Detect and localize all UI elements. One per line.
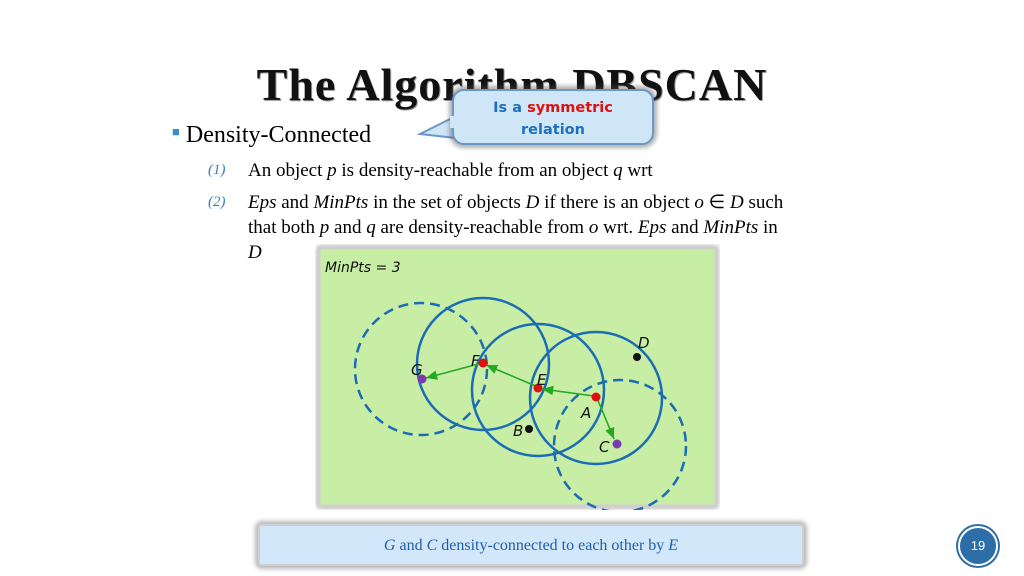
- page-number-badge: 19: [958, 526, 998, 566]
- c-neighborhood-circle: [552, 378, 688, 510]
- callout-highlight: symmetric: [527, 100, 613, 116]
- point-g: [417, 374, 427, 384]
- arrow-e-to-f: [485, 364, 539, 388]
- caption-box: G and C density-connected to each other …: [258, 524, 804, 566]
- item-text: Eps and MinPts in the set of objects D i…: [248, 192, 784, 263]
- point-b: [525, 425, 533, 433]
- label-g: G: [411, 361, 423, 379]
- callout-prefix: Is a: [493, 100, 522, 116]
- f-neighborhood-circle: [415, 296, 551, 432]
- label-d: D: [638, 334, 650, 352]
- label-b: B: [513, 422, 523, 440]
- callout-bubble: Is a symmetric relation: [452, 89, 654, 145]
- arrow-a-to-c: [596, 397, 615, 440]
- point-f: [478, 358, 488, 368]
- e-neighborhood-circle: [470, 322, 606, 458]
- label-c: C: [599, 438, 610, 456]
- bullet-density-connected: ■ Density-Connected: [172, 122, 371, 149]
- point-d: [633, 353, 641, 361]
- minpts-label: MinPts = 3: [325, 260, 401, 276]
- arrow-f-to-g: [425, 362, 483, 380]
- label-a: A: [580, 404, 591, 422]
- a-neighborhood-circle: [528, 330, 664, 466]
- item-number: (2): [208, 194, 226, 210]
- label-f: F: [471, 352, 480, 370]
- bullet-square-icon: ■: [172, 124, 180, 139]
- arrow-a-to-e: [541, 385, 595, 397]
- dbscan-diagram: MinPts = 3 G F E A B C D: [317, 246, 718, 510]
- callout-suffix: relation: [521, 122, 585, 138]
- point-e: [533, 383, 543, 393]
- point-c: [612, 439, 622, 449]
- point-a: [591, 392, 601, 402]
- bullet-text: Density-Connected: [185, 122, 372, 148]
- label-e: E: [537, 371, 547, 389]
- item-text: An object p is density-reachable from an…: [248, 160, 653, 181]
- diagram-background: [317, 246, 718, 508]
- item-number: (1): [208, 162, 226, 178]
